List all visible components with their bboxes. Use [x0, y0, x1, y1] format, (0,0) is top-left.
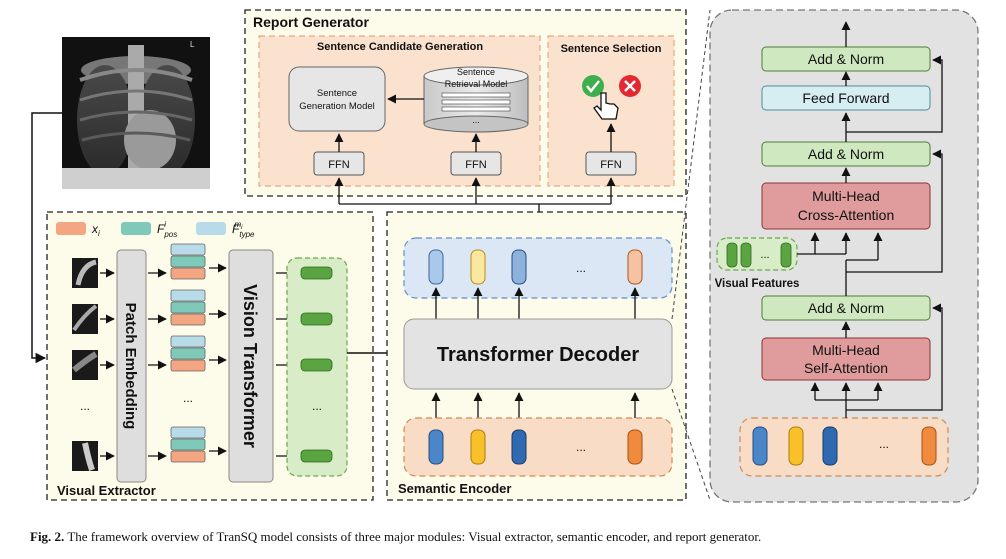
- svg-text:Feed Forward: Feed Forward: [802, 90, 889, 106]
- decoder-input-tokens: ...: [739, 417, 949, 477]
- sentence-generation-model: Sentence Generation Model: [288, 66, 386, 132]
- svg-text:Cross-Attention: Cross-Attention: [798, 207, 894, 223]
- token-stack: [170, 289, 206, 326]
- svg-text:Generation Model: Generation Model: [299, 101, 375, 112]
- svg-text:FFN: FFN: [465, 159, 486, 171]
- svg-text:...: ...: [879, 437, 889, 451]
- transformer-decoder-block: Transformer Decoder: [403, 318, 673, 390]
- svg-text:Multi-Head: Multi-Head: [812, 188, 880, 204]
- legend: xi Fposi Ftypemi: [56, 220, 255, 239]
- report-generator-title: Report Generator: [253, 14, 369, 30]
- ffn-box-generation: FFN: [313, 151, 365, 176]
- svg-text:xi: xi: [91, 222, 100, 238]
- multi-head-self-attention: Multi-Head Self-Attention: [761, 337, 931, 381]
- decoder-block-detail: ... Multi-Head Self-Attention Add & Norm: [709, 9, 979, 503]
- semantic-encoder-title: Semantic Encoder: [398, 481, 511, 496]
- svg-text:...: ...: [80, 399, 90, 413]
- svg-text:...: ...: [472, 115, 480, 125]
- svg-text:Sentence: Sentence: [317, 88, 357, 99]
- caption-text: The framework overview of TranSQ model c…: [67, 529, 762, 544]
- svg-text:...: ...: [760, 249, 769, 261]
- multi-head-cross-attention: Multi-Head Cross-Attention: [761, 182, 931, 230]
- semantic-query-tokens: ...: [403, 417, 673, 477]
- encoder-to-ffn-arrows: [334, 177, 616, 238]
- framework-diagram: L Report Generator Sentence Candidate Ge…: [31, 9, 979, 503]
- svg-text:Add & Norm: Add & Norm: [808, 51, 884, 67]
- svg-text:FFN: FFN: [600, 159, 621, 171]
- figure-caption: Fig. 2. The framework overview of TranSQ…: [30, 529, 980, 545]
- token-stack: [170, 243, 206, 280]
- semantic-encoder-module: Semantic Encoder ... Transformer Decoder: [386, 211, 687, 501]
- vision-transformer-block: Vision Transformer: [228, 249, 274, 483]
- sentence-retrieval-model: Sentence Retrieval Model ...: [423, 66, 529, 133]
- visual-feature-tokens: ...: [286, 257, 348, 477]
- xray-to-extractor-arrow: [31, 112, 62, 364]
- visual-features-label: Visual Features: [715, 278, 800, 290]
- ffn-box-retrieval: FFN: [450, 151, 502, 176]
- caption-prefix: Fig. 2.: [30, 529, 65, 544]
- ffn-box-selection: FFN: [585, 151, 637, 176]
- legend-swatch-ftype: [196, 222, 226, 235]
- token-stack: [170, 426, 206, 463]
- image-patches: ...: [72, 258, 98, 471]
- svg-text:Transformer Decoder: Transformer Decoder: [437, 344, 640, 366]
- add-norm-2: Add & Norm: [761, 141, 931, 167]
- visual-extractor-module: Visual Extractor xi Fposi Ftypemi ...: [46, 211, 374, 501]
- token-stack: [170, 335, 206, 372]
- svg-text:Add & Norm: Add & Norm: [808, 300, 884, 316]
- svg-text:Self-Attention: Self-Attention: [804, 360, 888, 376]
- check-icon: [582, 75, 604, 97]
- visual-features-tokens: ...: [716, 237, 798, 271]
- visual-extractor-title: Visual Extractor: [57, 483, 156, 498]
- add-norm-3: Add & Norm: [761, 46, 931, 72]
- hand-pointer-icon: [593, 92, 619, 120]
- svg-text:...: ...: [576, 440, 586, 454]
- report-generator-module: Report Generator Sentence Candidate Gene…: [244, 9, 687, 197]
- svg-text:Retrieval Model: Retrieval Model: [445, 79, 508, 89]
- svg-text:FFN: FFN: [328, 159, 349, 171]
- sentence-selection-title: Sentence Selection: [561, 43, 662, 55]
- svg-text:Multi-Head: Multi-Head: [812, 342, 880, 358]
- svg-text:Sentence: Sentence: [457, 67, 495, 77]
- feed-forward-block: Feed Forward: [761, 85, 931, 111]
- patch-arrows: [100, 268, 115, 461]
- sentence-candidate-generation-title: Sentence Candidate Generation: [317, 41, 484, 53]
- zoom-projection-lines: [671, 9, 711, 501]
- svg-text:Patch Embedding: Patch Embedding: [122, 303, 139, 430]
- svg-text:...: ...: [576, 261, 586, 275]
- legend-swatch-fpos: [121, 222, 151, 235]
- svg-text:Add & Norm: Add & Norm: [808, 146, 884, 162]
- chest-xray-image: L: [62, 37, 210, 189]
- svg-text:Vision Transformer: Vision Transformer: [240, 284, 260, 448]
- cross-icon: [619, 75, 641, 97]
- svg-text:...: ...: [312, 399, 322, 413]
- legend-swatch-xi: [56, 222, 86, 235]
- semantic-output-tokens: ...: [403, 237, 673, 299]
- add-norm-1: Add & Norm: [761, 295, 931, 321]
- patch-embedding-block: Patch Embedding: [116, 249, 147, 483]
- svg-text:...: ...: [183, 391, 193, 405]
- svg-text:L: L: [190, 40, 195, 49]
